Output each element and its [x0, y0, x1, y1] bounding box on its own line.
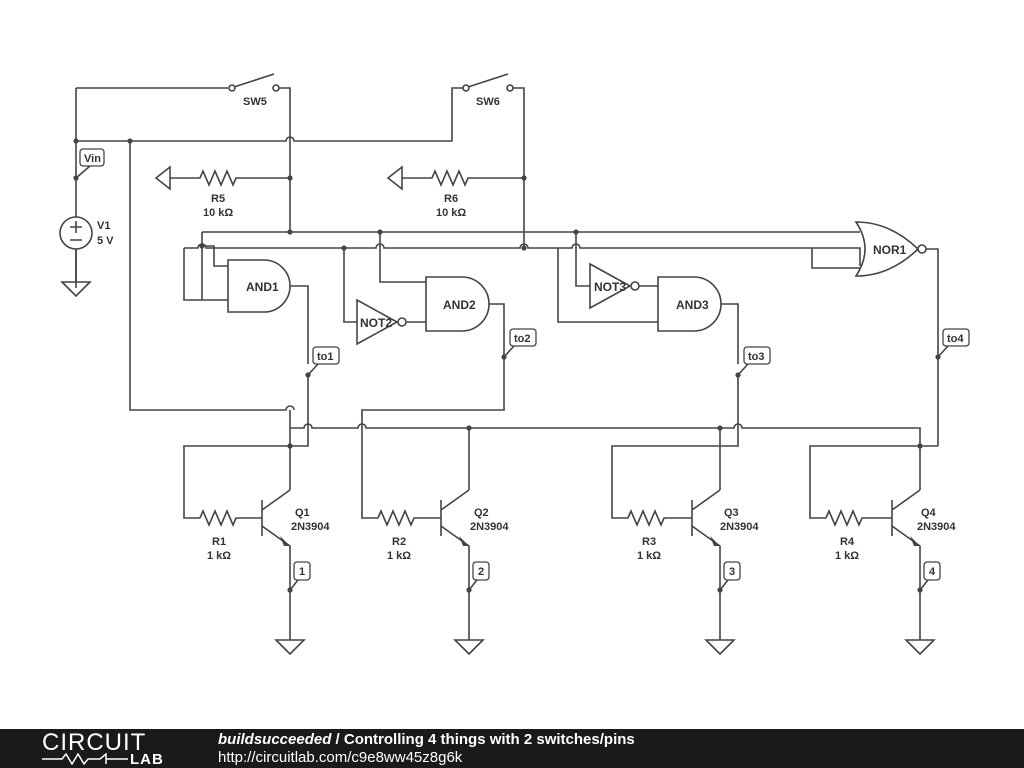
not3-input [575, 232, 590, 287]
output-1-tag: 1 [287, 561, 311, 593]
circuitlab-logo[interactable]: CIRCUIT LAB [42, 731, 182, 767]
svg-text:2: 2 [478, 566, 484, 578]
svg-text:to2: to2 [514, 333, 531, 345]
svg-text:NOT2: NOT2 [360, 316, 392, 330]
circuit-title[interactable]: Controlling 4 things with 2 switches/pin… [343, 731, 635, 748]
sw6-label: SW6 [476, 96, 500, 108]
svg-text:2N3904: 2N3904 [291, 521, 330, 533]
sw5-label: SW5 [243, 96, 267, 108]
svg-text:4: 4 [929, 566, 936, 578]
svg-text:to3: to3 [748, 351, 765, 363]
transistor-q4: Q4 2N3904 R4 1 kΩ [825, 489, 956, 620]
to3-tag: to3 [735, 346, 771, 378]
switch-sw6[interactable]: SW6 [462, 73, 525, 248]
and3-input-b [557, 248, 658, 323]
svg-text:2N3904: 2N3904 [917, 521, 956, 533]
title-separator: / [331, 731, 344, 748]
and2-input-a [379, 232, 426, 283]
nor1-input-b [811, 248, 860, 269]
q4-base-route [809, 445, 938, 519]
svg-text:AND3: AND3 [676, 298, 709, 312]
footer-title-line: buildsucceeded / Controlling 4 things wi… [218, 731, 635, 749]
bus-b [344, 243, 861, 266]
brand-circuit: CIRCUIT [42, 729, 147, 756]
ground-icon [904, 620, 936, 656]
svg-text:AND2: AND2 [443, 298, 476, 312]
output-4-tag: 4 [917, 561, 941, 593]
svg-text:Q1: Q1 [295, 507, 310, 519]
schematic-canvas: SW5 SW6 Vin V1 5 V R5 10 kΩ R6 [59, 73, 970, 656]
and-gate-and1: AND1 [227, 259, 309, 364]
v1-name: V1 [97, 220, 110, 232]
footer-bar: CIRCUIT LAB buildsucceeded / Controlling… [0, 729, 1024, 768]
svg-text:to4: to4 [947, 333, 964, 345]
svg-text:AND1: AND1 [246, 280, 279, 294]
voltage-source-v1: V1 5 V [59, 216, 114, 250]
transistor-q3: Q3 2N3904 R3 1 kΩ [627, 489, 759, 620]
svg-text:R2: R2 [392, 536, 406, 548]
switch-sw5[interactable]: SW5 [76, 73, 291, 136]
nor-gate-nor1: NOR1 [854, 221, 939, 446]
r6-name: R6 [444, 193, 458, 205]
transistor-q2: Q2 2N3904 R2 1 kΩ [377, 489, 509, 620]
resistor-r6: R6 10 kΩ [386, 165, 527, 219]
and-gate-and2: AND2 [361, 276, 505, 422]
ground-icon [60, 281, 92, 298]
not-gate-not3: NOT3 [589, 262, 658, 310]
and-gate-and3: AND3 [657, 276, 739, 364]
svg-text:Q2: Q2 [474, 507, 489, 519]
q3-base-route [611, 375, 739, 519]
supply-wire [76, 87, 463, 142]
svg-text:1 kΩ: 1 kΩ [637, 550, 661, 562]
collector-drops [289, 428, 921, 490]
supply-drop [129, 141, 295, 411]
author-link[interactable]: buildsucceeded [218, 731, 332, 748]
svg-text:Q3: Q3 [724, 507, 739, 519]
svg-text:1 kΩ: 1 kΩ [207, 550, 231, 562]
to4-tag: to4 [935, 328, 970, 360]
r5-value: 10 kΩ [203, 207, 233, 219]
ground-icon [274, 620, 306, 656]
vin-tag: Vin [75, 148, 105, 179]
r5-name: R5 [211, 193, 225, 205]
output-3-tag: 3 [717, 561, 741, 593]
not-gate-not2: NOT2 [356, 298, 426, 346]
resistor-wave-icon [42, 753, 128, 765]
circuit-url[interactable]: http://circuitlab.com/c9e8ww45z8g6k [218, 749, 463, 766]
svg-text:R4: R4 [840, 536, 855, 548]
ground-icon [704, 620, 736, 656]
collector-rail [290, 423, 921, 446]
q2-base-route [361, 422, 378, 519]
svg-text:R1: R1 [212, 536, 226, 548]
svg-text:1 kΩ: 1 kΩ [835, 550, 859, 562]
svg-text:Vin: Vin [84, 153, 101, 165]
q1-base-route [183, 375, 309, 519]
to1-tag: to1 [305, 346, 340, 378]
to2-tag: to2 [501, 328, 537, 360]
v1-value: 5 V [97, 235, 114, 247]
and1-inputs [183, 232, 228, 301]
brand-lab: LAB [130, 751, 164, 768]
ground-icon [453, 620, 485, 656]
svg-text:3: 3 [729, 566, 735, 578]
transistor-q1: Q1 2N3904 R1 1 kΩ [199, 489, 330, 620]
svg-text:NOR1: NOR1 [873, 243, 907, 257]
svg-text:1 kΩ: 1 kΩ [387, 550, 411, 562]
not2-input [343, 248, 357, 323]
resistor-r5: R5 10 kΩ [154, 165, 293, 219]
svg-text:NOT3: NOT3 [594, 280, 626, 294]
output-2-tag: 2 [466, 561, 490, 593]
svg-text:to1: to1 [317, 351, 334, 363]
r6-value: 10 kΩ [436, 207, 466, 219]
svg-text:2N3904: 2N3904 [720, 521, 759, 533]
svg-text:Q4: Q4 [921, 507, 937, 519]
svg-text:1: 1 [299, 566, 305, 578]
svg-text:R3: R3 [642, 536, 656, 548]
svg-text:2N3904: 2N3904 [470, 521, 509, 533]
